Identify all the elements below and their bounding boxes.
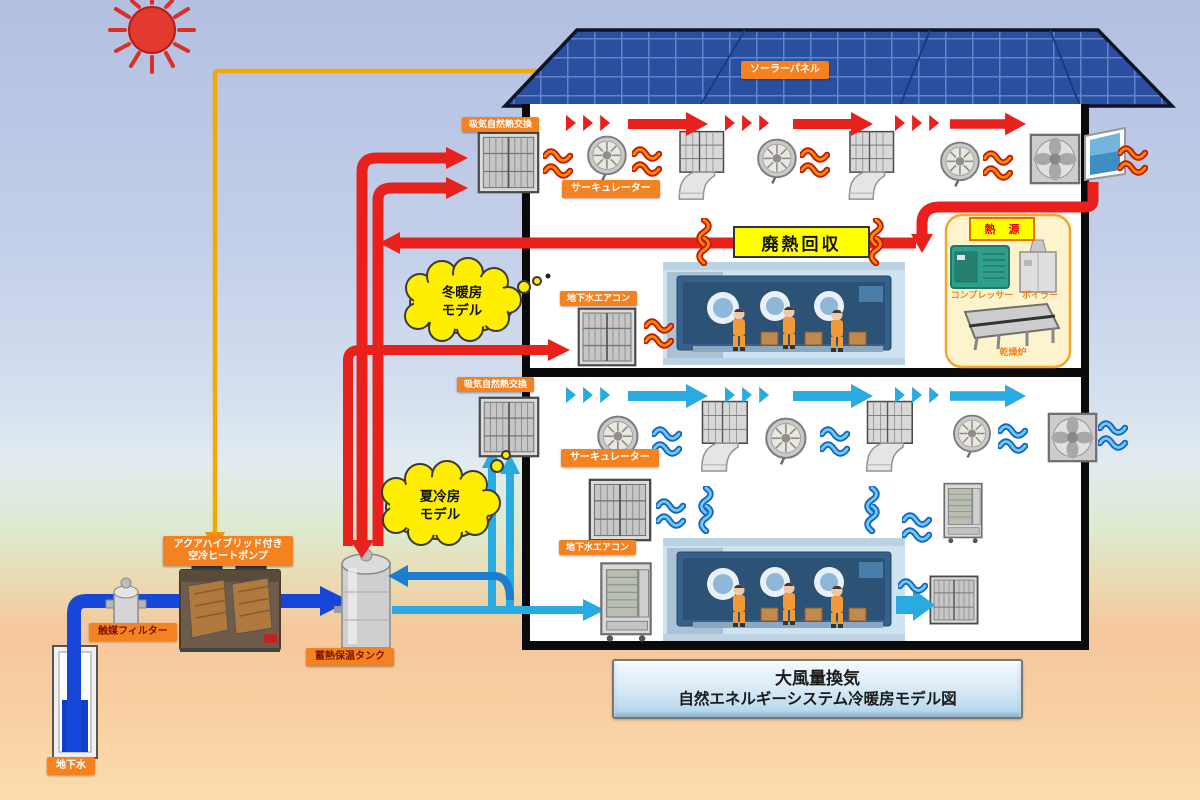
catalyst-filter-label: 触媒フィルター: [89, 623, 177, 641]
summer-model-line2: モデル: [419, 506, 461, 522]
dryer-icon: [963, 302, 1061, 351]
intake-heat-exchange-label-lower: 吸気自然熱交換: [457, 377, 535, 392]
winter-model-line2: モデル: [441, 302, 483, 318]
airflow-arrows-lower: [566, 384, 1026, 621]
factory-scene-upper: [663, 262, 905, 365]
winter-model-cloud-text: 冬暖房 モデル: [412, 284, 512, 319]
heat-pump-icon: [179, 559, 281, 652]
intake-heat-exchanger-top-icon: [477, 131, 540, 194]
boiler-label: ボイラー: [1021, 290, 1058, 300]
sun-icon: [108, 0, 196, 74]
thought-cloud-summer: [381, 450, 511, 546]
spot-cooler-lower-right-icon: [943, 482, 983, 544]
window-vent-icon: [1084, 126, 1126, 182]
exhaust-fan-upper-icon: [1029, 133, 1081, 185]
spot-cooler-lower-left-icon: [600, 562, 652, 643]
thought-cloud-winter: [404, 257, 551, 342]
circulator-label-lower: サーキュレーター: [561, 449, 659, 467]
dryer-label: 乾燥炉: [999, 347, 1027, 357]
summer-model-line1: 夏冷房: [419, 489, 461, 504]
heat-pump-label-line1: アクアハイブリッド付き: [173, 539, 283, 550]
intake-heat-exchanger-bottom-icon: [478, 396, 540, 458]
compressor-label: コンプレッサー: [950, 290, 1014, 300]
heat-source-title: 熱 源: [969, 217, 1035, 241]
diagram-title-box: 大風量換気 自然エネルギーシステム冷暖房モデル図: [612, 659, 1023, 719]
groundwater-ac-upper-icon: [577, 307, 637, 367]
solar-panel-label: ソーラーパネル: [741, 61, 829, 79]
heat-pump-label-line2: 空冷ヒートポンプ: [188, 551, 268, 562]
diagram-title-line2: 自然エネルギーシステム冷暖房モデル図: [678, 690, 957, 708]
summer-model-cloud-text: 夏冷房 モデル: [390, 488, 490, 523]
storage-tank-icon: [334, 548, 391, 661]
waste-heat-recovery-label: 廃熱回収: [733, 226, 870, 258]
groundwater-label: 地下水: [47, 757, 95, 775]
heating-pipes: [343, 147, 570, 558]
heat-pump-label: アクアハイブリッド付き 空冷ヒートポンプ: [163, 536, 293, 566]
groundwater-ac-label-upper: 地下水エアコン: [560, 291, 638, 306]
intake-heat-exchange-label-upper: 吸気自然熱交換: [462, 117, 540, 132]
solar-roof: [500, 28, 1177, 108]
heat-source-panel: [944, 213, 1072, 369]
boiler-icon: [1019, 239, 1057, 293]
factory-scene-lower: [663, 538, 905, 641]
diagram-title-line1: 大風量換気: [775, 668, 860, 688]
cooling-grid-box-icon: [929, 575, 979, 625]
storage-tank-label: 蓄熱保温タンク: [306, 648, 394, 666]
winter-model-line1: 冬暖房: [441, 285, 483, 300]
groundwater-pipe: [67, 586, 350, 752]
groundwater-ac-lower-icon: [588, 478, 652, 542]
exhaust-fan-lower-icon: [1047, 412, 1098, 463]
circulator-label-upper: サーキュレーター: [562, 180, 660, 198]
groundwater-ac-label-lower: 地下水エアコン: [559, 540, 637, 555]
compressor-icon: [950, 245, 1010, 289]
